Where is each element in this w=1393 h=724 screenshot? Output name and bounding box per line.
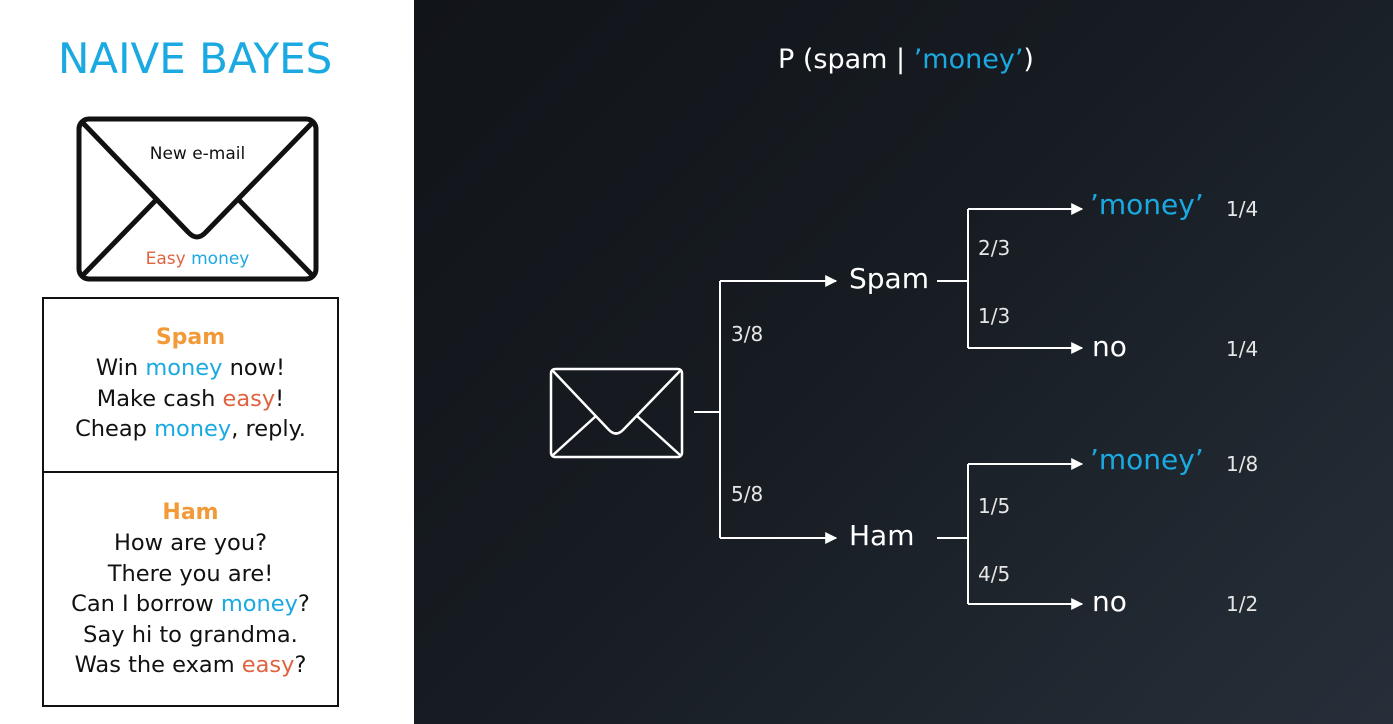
prior-spam: 3/8 xyxy=(731,322,764,346)
conditional-spam-money: 2/3 xyxy=(978,236,1011,260)
training-corpus-table: Spam Win money now! Make cash easy! Chea… xyxy=(42,297,339,707)
left-panel: NAIVE BAYES New e-mail Easy money Spam W… xyxy=(0,0,414,724)
corpus-divider xyxy=(44,471,337,473)
ham-line: Can I borrow money? xyxy=(71,591,310,617)
joint-spam-money: 1/4 xyxy=(1226,197,1259,221)
spam-heading: Spam xyxy=(155,325,226,350)
joint-spam-no: 1/4 xyxy=(1226,337,1259,361)
leaf-ham-no: no xyxy=(1092,585,1127,618)
page-title: NAIVE BAYES xyxy=(58,34,333,83)
node-ham: Ham xyxy=(849,519,915,552)
ham-heading: Ham xyxy=(162,500,219,525)
leaf-ham-money: ’money’ xyxy=(1090,443,1204,476)
spam-section: Spam Win money now! Make cash easy! Chea… xyxy=(44,323,337,445)
new-email-card: New e-mail Easy money xyxy=(76,116,319,282)
conditional-ham-money: 1/5 xyxy=(978,494,1011,518)
joint-ham-money: 1/8 xyxy=(1226,452,1259,476)
formula-title: P (spam | ’money’) xyxy=(778,44,1034,75)
envelope-icon xyxy=(549,367,684,459)
spam-line: Cheap money, reply. xyxy=(75,416,306,442)
root-branch-lines xyxy=(694,275,838,544)
leaf-spam-no: no xyxy=(1092,330,1127,363)
node-spam: Spam xyxy=(849,262,929,295)
joint-ham-no: 1/2 xyxy=(1226,592,1259,616)
spam-branch-lines xyxy=(937,203,1084,354)
prior-ham: 5/8 xyxy=(731,482,764,506)
email-subject: Easy money xyxy=(76,249,319,269)
email-subject-word-easy: Easy xyxy=(145,249,186,269)
spam-line: Make cash easy! xyxy=(96,385,285,412)
conditional-ham-no: 4/5 xyxy=(978,562,1011,586)
ham-section: Ham How are you? There you are! Can I bo… xyxy=(44,498,337,681)
leaf-spam-money: ’money’ xyxy=(1090,188,1204,221)
envelope-icon xyxy=(76,116,319,282)
conditional-spam-no: 1/3 xyxy=(978,304,1011,328)
email-label: New e-mail xyxy=(149,144,246,164)
ham-line: Say hi to grandma. xyxy=(83,621,298,648)
ham-branch-lines xyxy=(937,458,1084,610)
ham-line: Was the exam easy? xyxy=(74,652,307,678)
ham-line: There you are! xyxy=(107,560,274,587)
email-subject-word-money: money xyxy=(191,249,250,269)
right-panel xyxy=(414,0,1393,724)
spam-line: Win money now! xyxy=(95,355,286,381)
ham-line: How are you? xyxy=(113,530,268,556)
